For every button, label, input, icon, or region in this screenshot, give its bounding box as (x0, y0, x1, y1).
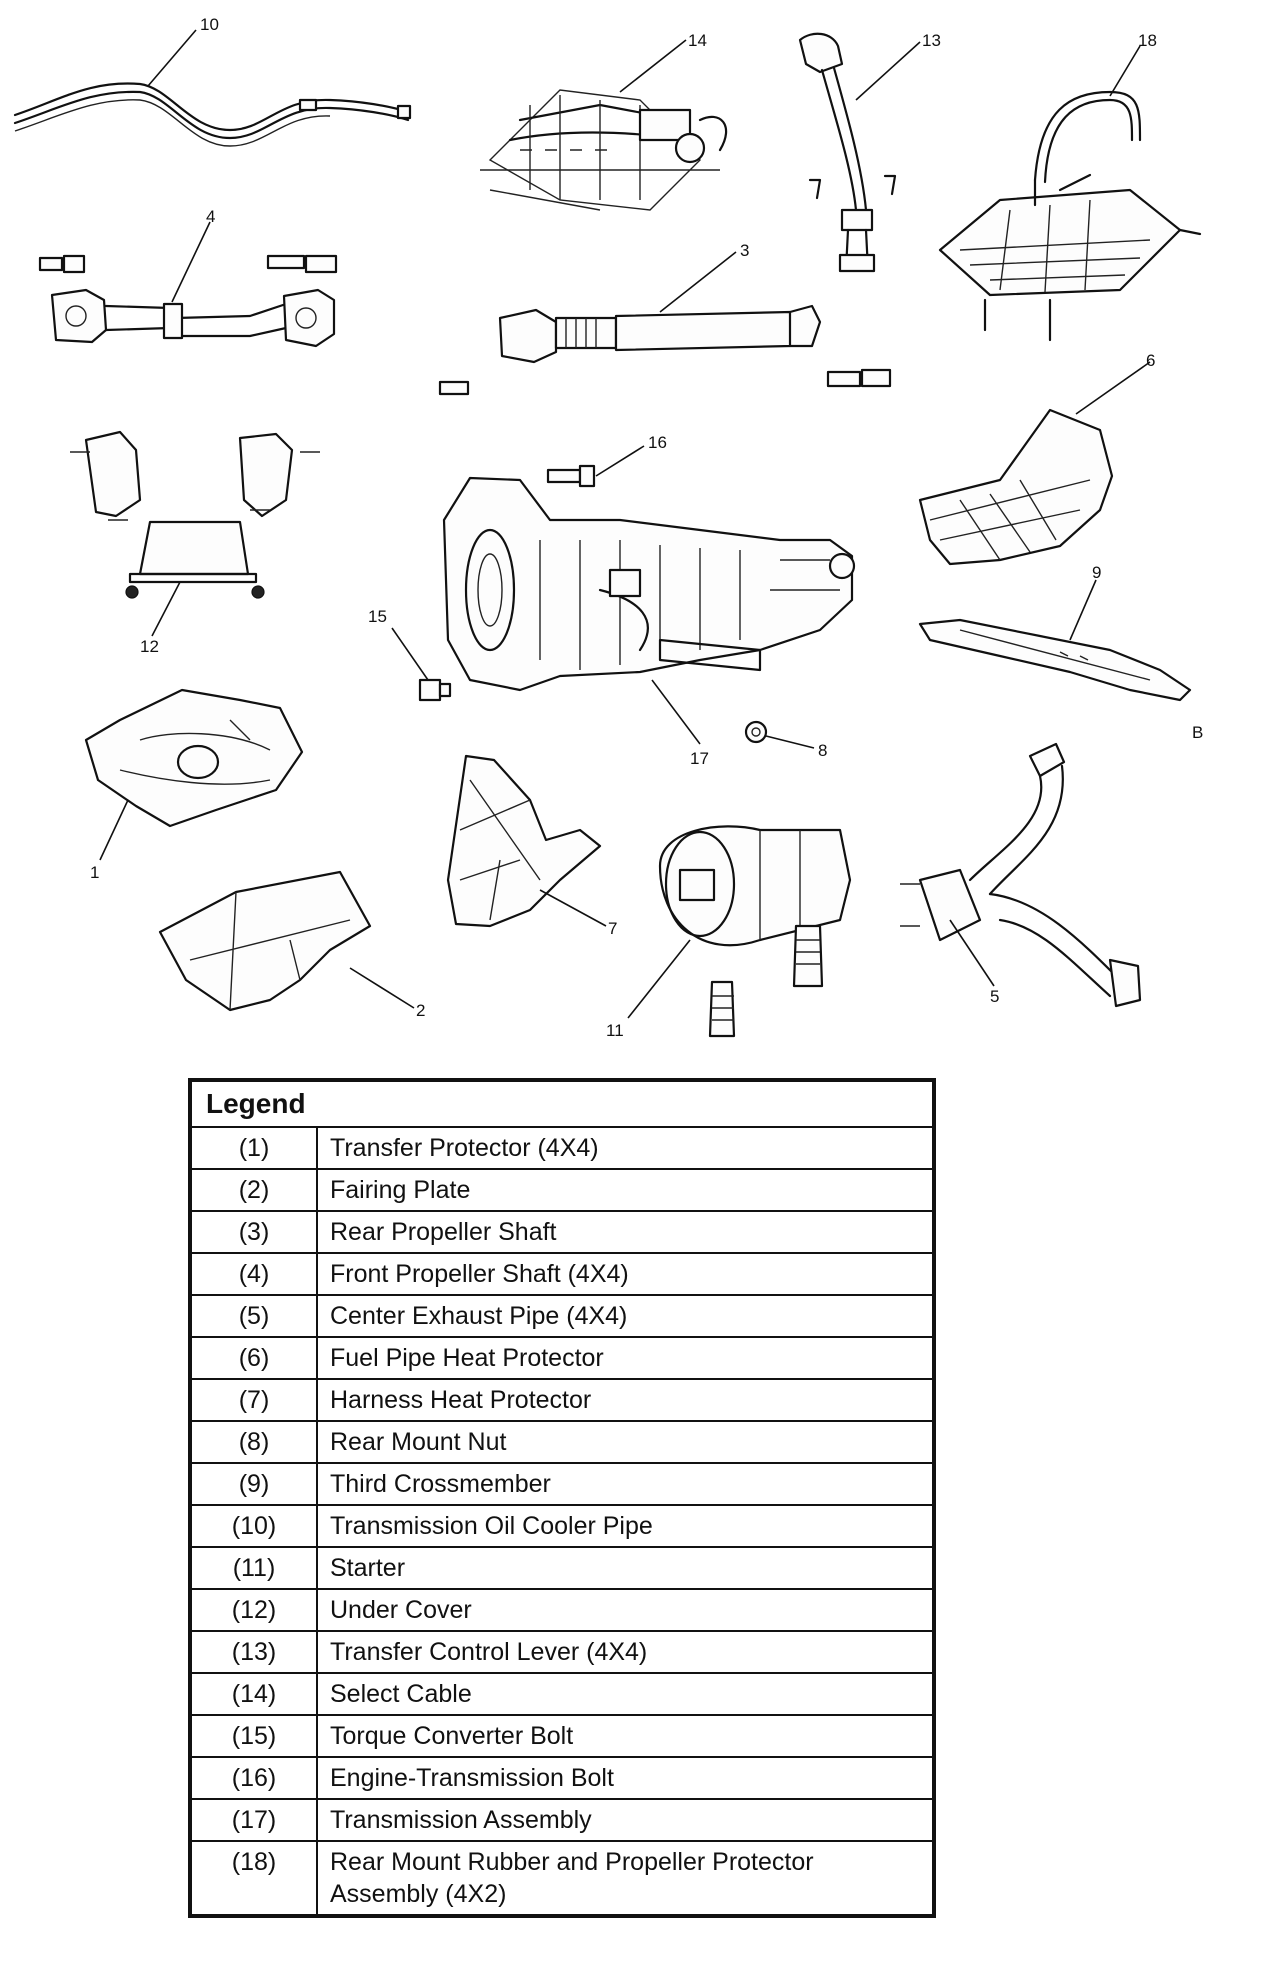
callout-9: 9 (1092, 563, 1101, 582)
legend-label: Rear Mount Rubber and Propeller Protecto… (316, 1840, 935, 1917)
select-cable (480, 89, 728, 211)
legend-number: (1) (189, 1126, 318, 1170)
callout-10: 10 (200, 15, 219, 34)
legend-number: (18) (189, 1840, 318, 1917)
legend-row: (17)Transmission Assembly (189, 1798, 935, 1842)
legend-label: Transfer Control Lever (4X4) (316, 1630, 935, 1674)
legend-label: Engine-Transmission Bolt (316, 1756, 935, 1800)
legend-title: Legend (189, 1079, 935, 1128)
legend-row: (11)Starter (189, 1546, 935, 1590)
legend-number: (7) (189, 1378, 318, 1422)
legend-label: Transmission Oil Cooler Pipe (316, 1504, 935, 1548)
callout-4: 4 (206, 207, 215, 226)
callout-5: 5 (990, 987, 999, 1006)
transfer-control-lever (798, 32, 897, 273)
callout-13: 13 (922, 31, 941, 50)
legend-row: (5)Center Exhaust Pipe (4X4) (189, 1294, 935, 1338)
legend-row: (14)Select Cable (189, 1672, 935, 1716)
legend-row: (3)Rear Propeller Shaft (189, 1210, 935, 1254)
legend-row: (8)Rear Mount Nut (189, 1420, 935, 1464)
legend-label: Transfer Protector (4X4) (316, 1126, 935, 1170)
legend-row: (16)Engine-Transmission Bolt (189, 1756, 935, 1800)
legend-label: Torque Converter Bolt (316, 1714, 935, 1758)
legend-label: Fairing Plate (316, 1168, 935, 1212)
callout-6: 6 (1146, 351, 1155, 370)
fuel-pipe-heat-protector (918, 408, 1114, 566)
legend-label: Third Crossmember (316, 1462, 935, 1506)
legend-number: (4) (189, 1252, 318, 1296)
callout-16: 16 (648, 433, 667, 452)
legend-number: (12) (189, 1588, 318, 1632)
legend-table: Legend (1)Transfer Protector (4X4) (2)Fa… (188, 1078, 936, 1918)
rear-propeller-shaft (438, 304, 892, 396)
callout-b: B (1192, 723, 1203, 742)
legend-number: (15) (189, 1714, 318, 1758)
callout-2: 2 (416, 1001, 425, 1020)
legend-row: (13)Transfer Control Lever (4X4) (189, 1630, 935, 1674)
legend-number: (3) (189, 1210, 318, 1254)
legend-row: (4)Front Propeller Shaft (4X4) (189, 1252, 935, 1296)
callout-18: 18 (1138, 31, 1157, 50)
legend-number: (8) (189, 1420, 318, 1464)
transfer-protector (84, 688, 304, 828)
transmission-oil-cooler-pipe (13, 82, 412, 147)
legend-label: Harness Heat Protector (316, 1378, 935, 1422)
legend-row: (18)Rear Mount Rubber and Propeller Prot… (189, 1840, 935, 1917)
legend-row: (15)Torque Converter Bolt (189, 1714, 935, 1758)
legend-number: (5) (189, 1294, 318, 1338)
legend-number: (10) (189, 1504, 318, 1548)
fairing-plate (158, 870, 372, 1012)
legend-row: (9)Third Crossmember (189, 1462, 935, 1506)
legend-number: (11) (189, 1546, 318, 1590)
legend-label: Center Exhaust Pipe (4X4) (316, 1294, 935, 1338)
engine-transmission-bolt (546, 464, 596, 488)
center-exhaust-pipe (900, 742, 1142, 1008)
legend-row: (6)Fuel Pipe Heat Protector (189, 1336, 935, 1380)
legend-number: (6) (189, 1336, 318, 1380)
legend-number: (13) (189, 1630, 318, 1674)
callout-11: 11 (606, 1021, 624, 1040)
legend-label: Select Cable (316, 1672, 935, 1716)
rear-mount-rubber-propeller-protector (938, 90, 1202, 342)
legend-number: (17) (189, 1798, 318, 1842)
callout-17: 17 (690, 749, 709, 768)
under-cover (70, 430, 320, 599)
legend-row: (1)Transfer Protector (4X4) (189, 1126, 935, 1170)
legend-number: (9) (189, 1462, 318, 1506)
legend-label: Starter (316, 1546, 935, 1590)
callout-8: 8 (818, 741, 827, 760)
legend-number: (16) (189, 1756, 318, 1800)
exploded-parts-diagram: 10 14 13 18 (13, 15, 1203, 1040)
callout-12: 12 (140, 637, 159, 656)
legend-header-row: Legend (189, 1079, 935, 1128)
harness-heat-protector (446, 754, 602, 928)
legend-number: (2) (189, 1168, 318, 1212)
callout-14: 14 (688, 31, 707, 50)
legend-row: (7)Harness Heat Protector (189, 1378, 935, 1422)
legend-row: (12)Under Cover (189, 1588, 935, 1632)
legend-number: (14) (189, 1672, 318, 1716)
legend-label: Under Cover (316, 1588, 935, 1632)
legend-label: Transmission Assembly (316, 1798, 935, 1842)
legend-row: (2)Fairing Plate (189, 1168, 935, 1212)
legend-row: (10)Transmission Oil Cooler Pipe (189, 1504, 935, 1548)
rear-mount-nut (744, 720, 768, 744)
callout-15: 15 (368, 607, 387, 626)
torque-converter-bolt (418, 678, 452, 702)
legend-label: Front Propeller Shaft (4X4) (316, 1252, 935, 1296)
front-propeller-shaft (38, 254, 338, 348)
third-crossmember (918, 618, 1192, 702)
legend-label: Fuel Pipe Heat Protector (316, 1336, 935, 1380)
callout-3: 3 (740, 241, 749, 260)
starter (658, 825, 852, 1038)
callout-1: 1 (90, 863, 99, 882)
legend-label: Rear Propeller Shaft (316, 1210, 935, 1254)
transmission-assembly (442, 476, 856, 692)
callout-7: 7 (608, 919, 617, 938)
legend-label: Rear Mount Nut (316, 1420, 935, 1464)
